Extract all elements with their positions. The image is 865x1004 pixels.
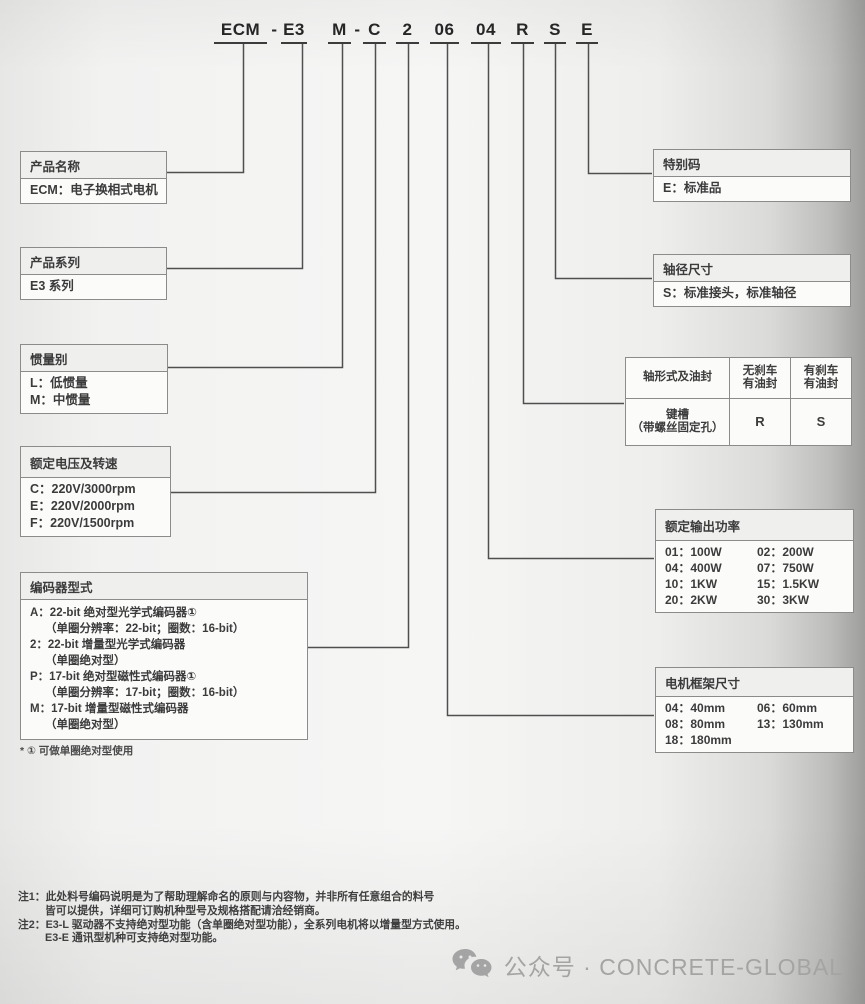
code-segment-2: 2 <box>396 17 419 44</box>
watermark-text: 公众号 · CONCRETE-GLOBAL <box>503 954 843 980</box>
note-line: 注2：E3-L 驱动器不支持绝对型功能（含单圈绝对型功能），全系列电机将以增量型… <box>18 918 466 931</box>
note-line: E3-E 通讯型机种可支持绝对型功能。 <box>45 932 224 945</box>
box-line: A：22-bit 绝对型光学式编码器① <box>30 607 197 619</box>
frame-item: 18：180mm <box>665 733 732 747</box>
box-line: C：220V/3000rpm <box>30 482 136 496</box>
table-cell: R <box>729 398 791 446</box>
code-segment-e3: E3 <box>281 17 307 44</box>
box-line: （单圈分辨率：17-bit；圈数：16-bit） <box>45 687 245 699</box>
table-header-cell: 轴形式及油封 <box>625 357 730 399</box>
code-segment-s: S <box>544 17 566 44</box>
box-line: 20：2KW 30：3KW <box>665 592 844 608</box>
frame-item: 04：40mm <box>665 701 726 715</box>
box-line: 01：100W 02：200W <box>665 544 844 560</box>
box-line: E：220V/2000rpm <box>30 499 135 513</box>
box-line: E：标准品 <box>663 181 722 195</box>
box-title: 轴径尺寸 <box>654 255 850 282</box>
wechat-icon <box>452 949 492 978</box>
box-line: F：220V/1500rpm <box>30 516 135 530</box>
code-separator: - <box>354 20 361 39</box>
power-item: 10：1KW <box>665 577 718 591</box>
code-segment-c: C <box>363 17 386 44</box>
rated-power-box: 额定输出功率 01：100W 02：200W 04：400W 07：750W 1… <box>655 509 854 613</box>
box-line: 08：80mm 13：130mm <box>665 716 844 732</box>
shaft-oil-seal-table: 轴形式及油封 无刹车 有油封 有刹车 有油封 键槽 （带螺丝固定孔） R S <box>625 357 852 446</box>
box-title: 惯量别 <box>21 345 167 372</box>
box-line: 04：400W 07：750W <box>665 560 844 576</box>
code-segment-06: 06 <box>430 17 459 44</box>
code-segment-ecm: ECM <box>214 17 267 44</box>
box-title: 额定电压及转速 <box>21 447 170 478</box>
watermark: 公众号 · CONCRETE-GLOBAL <box>451 948 843 982</box>
note-line: 注1：此处料号编码说明是为了帮助理解命名的原则与内容物，并非所有任意组合的料号 <box>18 891 435 903</box>
power-item: 02：200W <box>757 545 814 559</box>
power-item: 30：3KW <box>757 593 810 607</box>
shaft-diameter-box: 轴径尺寸 S：标准接头，标准轴径 <box>653 254 851 307</box>
encoder-type-box: 编码器型式 A：22-bit 绝对型光学式编码器① （单圈分辨率：22-bit；… <box>20 572 308 740</box>
box-title: 编码器型式 <box>21 573 307 600</box>
footer-notes: 注1：此处料号编码说明是为了帮助理解命名的原则与内容物，并非所有任意组合的料号 … <box>18 891 466 946</box>
box-title: 额定输出功率 <box>656 510 853 541</box>
power-item: 20：2KW <box>665 593 718 607</box>
frame-item: 13：130mm <box>757 717 824 731</box>
code-segment-m: M <box>328 17 351 44</box>
power-item: 15：1.5KW <box>757 577 820 591</box>
box-line: ECM：电子换相式电机 <box>30 183 158 197</box>
code-segment-e: E <box>576 17 598 44</box>
box-line: M：17-bit 增量型磁性式编码器 <box>30 703 189 715</box>
power-item: 04：400W <box>665 561 722 575</box>
header-line: 有刹车 <box>803 364 839 377</box>
box-line: E3 系列 <box>30 279 74 293</box>
table-row: 键槽 （带螺丝固定孔） R S <box>625 398 852 446</box>
header-line: 无刹车 <box>742 364 778 377</box>
box-line: （单圈分辨率：22-bit；圈数：16-bit） <box>45 623 245 635</box>
box-line: （单圈绝对型） <box>45 655 126 667</box>
header-line: 有油封 <box>742 378 778 390</box>
table-header-cell: 有刹车 有油封 <box>790 357 852 399</box>
box-line: S：标准接头，标准轴径 <box>663 286 797 300</box>
product-name-box: 产品名称 ECM：电子换相式电机 <box>20 151 167 204</box>
box-line: L：低惯量 <box>30 376 88 390</box>
code-segment-r: R <box>511 17 534 44</box>
table-header-cell: 无刹车 有油封 <box>729 357 791 399</box>
header-line: 有油封 <box>803 378 839 390</box>
box-line: P：17-bit 绝对型磁性式编码器① <box>30 671 197 683</box>
box-title: 产品系列 <box>21 248 166 275</box>
box-title: 特别码 <box>654 150 850 177</box>
cell-line: （带螺丝固定孔） <box>631 422 724 434</box>
product-series-box: 产品系列 E3 系列 <box>20 247 167 300</box>
box-line: 2：22-bit 增量型光学式编码器 <box>30 639 186 651</box>
box-line: （单圈绝对型） <box>45 719 126 731</box>
code-segment-04: 04 <box>471 17 501 44</box>
frame-size-box: 电机框架尺寸 04：40mm 06：60mm 08：80mm 13：130mm … <box>655 667 854 753</box>
cell-line: 键槽 <box>666 408 689 421</box>
note-line: 皆可以提供，详细可订购机种型号及规格搭配请洽经销商。 <box>45 904 326 917</box>
box-title: 产品名称 <box>21 152 166 179</box>
box-line: M：中惯量 <box>30 393 91 407</box>
power-item: 01：100W <box>665 545 722 559</box>
frame-item: 06：60mm <box>757 701 818 715</box>
inertia-box: 惯量别 L：低惯量 M：中惯量 <box>20 344 168 414</box>
encoder-footnote: * ① 可做单圈绝对型使用 <box>20 745 134 757</box>
power-item: 07：750W <box>757 561 814 575</box>
special-code-box: 特别码 E：标准品 <box>653 149 851 202</box>
box-title: 电机框架尺寸 <box>656 668 853 697</box>
code-separator: - <box>271 20 278 39</box>
voltage-speed-box: 额定电压及转速 C：220V/3000rpm E：220V/2000rpm F：… <box>20 446 171 537</box>
table-cell: S <box>790 398 852 446</box>
table-cell: 键槽 （带螺丝固定孔） <box>625 398 730 446</box>
table-header-row: 轴形式及油封 无刹车 有油封 有刹车 有油封 <box>625 357 852 399</box>
box-line: 18：180mm <box>665 732 844 748</box>
frame-item: 08：80mm <box>665 717 726 731</box>
box-line: 04：40mm 06：60mm <box>665 700 844 716</box>
box-line: 10：1KW 15：1.5KW <box>665 576 844 592</box>
